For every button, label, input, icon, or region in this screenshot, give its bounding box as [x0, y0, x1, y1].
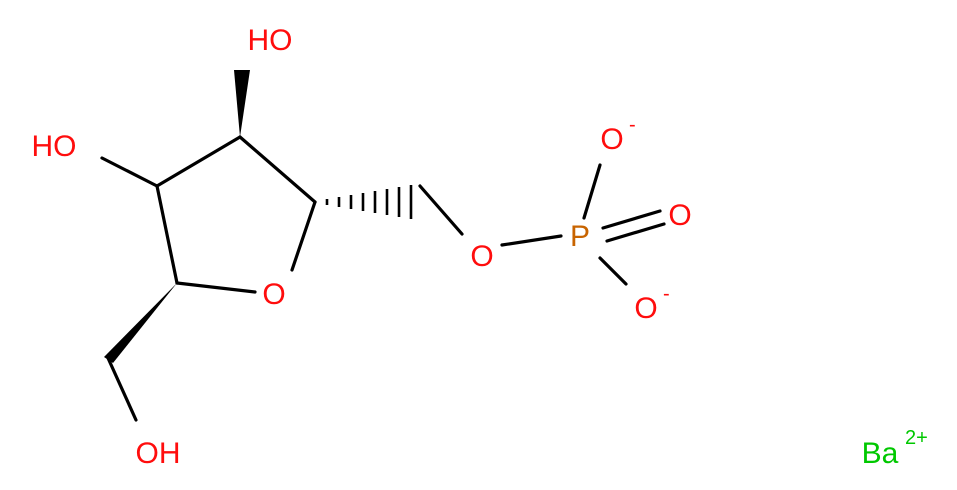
o-bottom-charge: -: [663, 283, 670, 305]
wedge-c4-ch2: [104, 283, 177, 363]
bond-c4-ring-o: [175, 281, 257, 294]
bond-c3-c2: [155, 135, 242, 188]
bond-p-o-double-1: [601, 209, 662, 230]
oh-top-label: HO: [248, 24, 293, 57]
hashed-bond-c1-ch2: [325, 185, 413, 219]
bond-ch2-ester-o: [418, 184, 464, 236]
bond-ester-o-p: [500, 234, 563, 247]
bond-p-o-double-2: [605, 222, 666, 243]
phosphorus-label: P: [570, 220, 590, 253]
bond-c3-c4: [155, 184, 179, 285]
bonds: [100, 135, 666, 422]
ring-oxygen-label: O: [262, 278, 285, 311]
oh-bottom-label: OH: [136, 437, 181, 470]
bond-c1-ring-o: [290, 200, 317, 272]
bond-ch2-oh-bottom: [106, 356, 138, 422]
bond-p-o-top: [582, 163, 602, 220]
ester-oxygen-label: O: [470, 240, 493, 273]
oh-left-label: HO: [32, 130, 77, 163]
barium-charge: 2+: [905, 427, 928, 449]
bond-c2-c1: [238, 135, 317, 204]
bond-p-o-bottom: [598, 256, 628, 286]
bond-c3-oh: [100, 156, 159, 188]
barium-label: Ba: [862, 437, 899, 470]
wedge-c2-oh: [234, 70, 250, 137]
o-top-label: O: [600, 123, 623, 156]
o-bottom-label: O: [634, 292, 657, 325]
o-top-charge: -: [629, 114, 636, 136]
o-right-label: O: [668, 199, 691, 232]
